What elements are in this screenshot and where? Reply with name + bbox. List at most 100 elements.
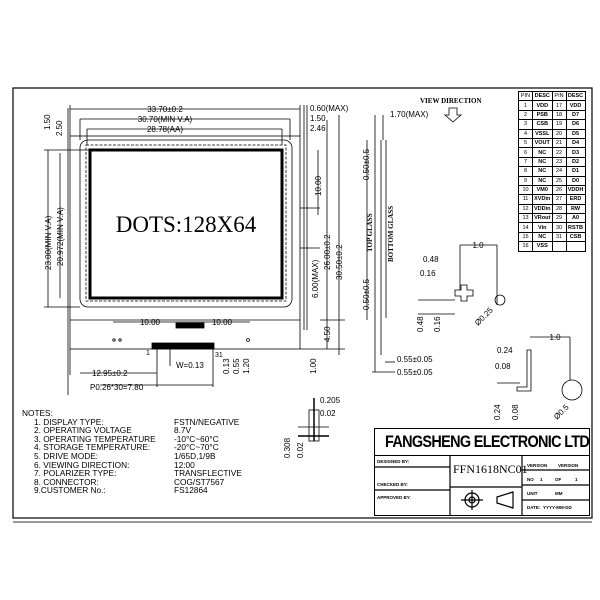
pin-number: 28 [551,203,567,215]
dim-050b: 0.50±0.5 [362,278,371,310]
pin-number: 22 [551,147,567,158]
pin-desc: D1 [565,166,586,177]
note-item: 7. POLARIZER TYPE: TRANSFLECTIVE [22,469,242,478]
dim-1295: 12.95±0.2 [92,369,128,378]
dim-600: 6.00(MAX) [311,259,320,298]
pin-desc: VSS [532,241,553,252]
note-item: 3. OPERATING TEMPERATURE-10°C~60°C [22,435,242,444]
pin-number: 17 [551,100,567,111]
pin-number: 23 [551,156,567,168]
pin-desc: NC [532,156,553,168]
pin-desc: VRout [532,213,553,224]
note-value: -10°C~60°C [174,433,219,444]
unit-value: MM [555,491,563,496]
pin-number: 9 [518,175,533,186]
pin-number: 13 [518,213,533,224]
desc-header: DESC [565,90,586,102]
pin-desc: NC [532,147,553,158]
note-key: 2. OPERATING VOLTAGE [34,425,132,436]
pin-number: 27 [551,194,567,205]
dim-246: 2.46 [310,124,326,133]
pin-number: 7 [518,156,533,168]
pin-number [551,241,567,252]
dim-2600: 26.00±0.2 [323,234,332,270]
dim-024a: 0.24 [497,346,513,355]
pin-desc: NC [532,231,553,243]
note-item: 6. VIEWING DIRECTION:12:00 [22,459,242,470]
dim-width-overall: 33.70±0.2 [147,105,183,114]
module-side-view [366,107,463,373]
dim-024b: 0.24 [493,404,502,420]
top-glass-label: TOP GLASS [366,213,374,252]
dim-width-va: 30.70(MIN V.A) [138,115,193,124]
note-value: COG/ST7567 [174,476,225,487]
note-value: FS12864 [174,485,208,496]
note-item: 9.CUSTOMER No.:FS12864 [22,486,242,495]
note-key: 7. POLARIZER TYPE: [34,468,117,479]
pin-number: 26 [551,184,567,196]
pin-desc: CSB [532,119,553,130]
pin-number: 2 [518,109,533,121]
note-key: 1. DISPLAY TYPE: [34,416,104,427]
company-name: FANGSHENG ELECTRONIC LTD [385,432,590,451]
pin-number: 15 [518,231,533,243]
pin-number: 12 [518,203,533,215]
pin-desc: D5 [565,128,586,139]
pin-number: 4 [518,128,533,139]
note-value: 12:00 [174,459,195,470]
pin-desc: VM0 [532,184,553,196]
dim-phi025: Ø0.25 [473,305,495,327]
pin-number: 18 [551,109,567,121]
dim-120: 1.20 [242,358,251,374]
dim-0308: 0.308 [283,437,292,458]
pin-desc: VSSL [532,128,553,139]
pin-desc: D2 [565,156,586,168]
pin-number: 24 [551,166,567,177]
dim-1000a: 10.00 [140,318,161,327]
date-label: DATE: [527,505,541,510]
dots-label: DOTS:128X64 [116,212,257,237]
no-value: 1 [540,477,543,482]
pin-desc: Vin [532,222,553,233]
checked-by-label: CHECKED BY: [377,482,408,487]
dim-048a: 0.48 [423,255,439,264]
title-block-grid [374,455,589,515]
pin-desc: D3 [565,147,586,158]
dim-150l: 1.50 [43,114,52,130]
dim-170: 1.70(MAX) [390,110,429,119]
pin-desc: VOUT [532,137,553,149]
approved-by-label: APPROVED BY: [377,495,411,500]
designed-by-label: DESIGNED BY: [377,459,410,464]
pin-number: 29 [551,213,567,224]
pin-number: 1 [518,100,533,111]
note-key: 4. STORAGE TEMPERATURE: [34,442,151,453]
dim-width-aa: 28.78(AA) [147,125,183,134]
pin-desc [565,241,586,252]
note-value: TRANSFLECTIVE [174,468,242,479]
pin-number: 14 [518,222,533,233]
dim-height-va2: 20.972(MIN V.A) [56,207,65,266]
dim-055b: 0.55±0.05 [397,368,433,377]
pin-31-label: 31 [215,352,223,359]
note-value: FSTN/NEGATIVE [174,416,240,427]
dimension-labels: 33.70±0.2 30.70(MIN V.A) 28.78(AA) 0.60(… [43,104,349,392]
dim-1000v: 10.00 [314,175,323,196]
part-number: FFN1618NC01 [453,462,528,476]
pin-desc: RSTB [565,222,586,233]
notes-title: NOTES: [22,408,53,418]
dim-450: 4.50 [323,326,332,342]
pin-number: 6 [518,147,533,158]
pin-desc: NC [532,175,553,186]
dim-060: 0.60(MAX) [310,104,349,113]
